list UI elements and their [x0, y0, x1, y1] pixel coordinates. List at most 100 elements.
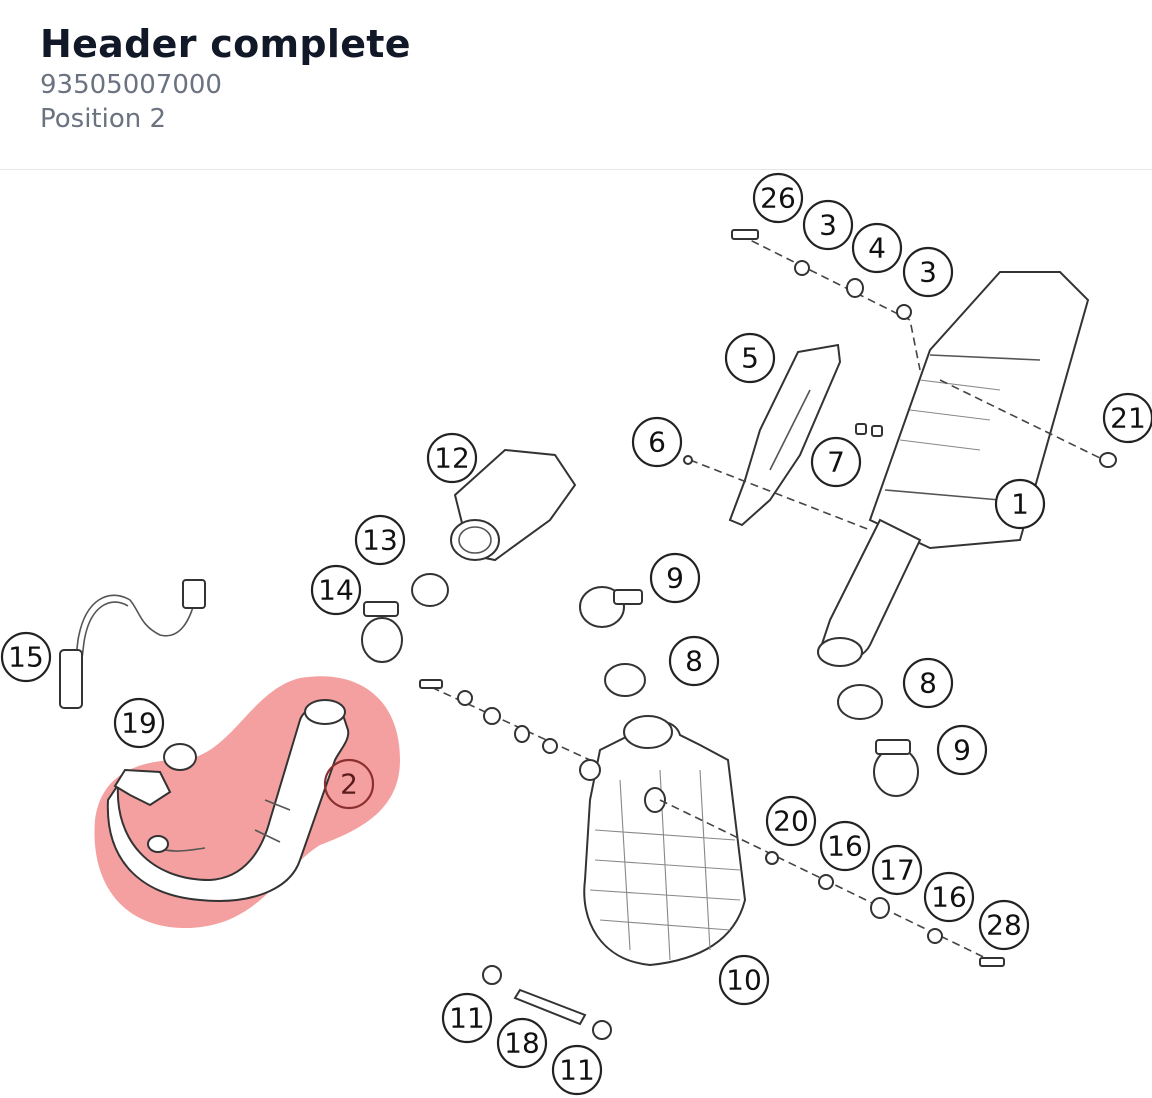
callout-label: 12	[434, 442, 470, 475]
callout-circle	[310, 564, 362, 616]
callout-c28[interactable]: 28	[978, 899, 1030, 951]
callout-circle	[923, 871, 975, 923]
callout-label: 26	[760, 182, 796, 215]
manifold-part-10[interactable]	[579, 715, 747, 967]
callout-circle	[551, 1044, 603, 1096]
bushing-11a-part[interactable]	[482, 965, 502, 985]
callout-c13[interactable]: 13	[354, 514, 406, 566]
callout-label: 18	[504, 1027, 540, 1060]
callout-label: 3	[819, 209, 837, 242]
callout-c8b[interactable]: 8	[902, 657, 954, 709]
callout-label: 21	[1110, 402, 1146, 435]
callout-label: 28	[986, 909, 1022, 942]
clamp-9b-part[interactable]	[873, 739, 919, 797]
callout-circle	[810, 436, 862, 488]
callout-c12[interactable]: 12	[426, 432, 478, 484]
callout-c17[interactable]: 17	[871, 844, 923, 896]
header-pipe-part[interactable]	[106, 699, 350, 902]
callout-c15[interactable]: 15	[0, 631, 52, 683]
nut-21-part[interactable]	[1099, 452, 1117, 468]
callout-label: 9	[953, 734, 971, 767]
callout-label: 3	[919, 256, 937, 289]
callout-c21[interactable]: 21	[1102, 392, 1152, 444]
callout-circle	[354, 514, 406, 566]
part-position: Position 2	[40, 104, 167, 134]
catalytic-part-12[interactable]	[450, 448, 577, 562]
callout-label: 2	[340, 768, 358, 801]
nuts-7-part[interactable]	[855, 423, 883, 437]
callout-circle	[113, 697, 165, 749]
callout-label: 13	[362, 524, 398, 557]
callout-circle	[323, 758, 375, 810]
callout-circle	[902, 246, 954, 298]
gasket-19-part[interactable]	[163, 743, 197, 771]
heat-shield-5-part[interactable]	[728, 343, 842, 527]
callout-label: 16	[931, 881, 967, 914]
callout-label: 8	[685, 645, 703, 678]
callout-c6[interactable]: 6	[631, 416, 683, 468]
gasket-8a-part[interactable]	[604, 663, 646, 697]
silencer-part-1[interactable]	[817, 271, 1090, 667]
callout-circle	[718, 954, 770, 1006]
callout-c9a[interactable]: 9	[649, 552, 701, 604]
gasket-8b-part[interactable]	[837, 684, 883, 720]
callout-c10[interactable]: 10	[718, 954, 770, 1006]
bushing-11b-part[interactable]	[592, 1020, 612, 1040]
callout-label: 6	[648, 426, 666, 459]
callout-c8a[interactable]: 8	[668, 635, 720, 687]
callout-c7[interactable]: 7	[810, 436, 862, 488]
axis-line-shield	[689, 459, 871, 531]
callout-label: 1	[1011, 488, 1029, 521]
callout-c3b[interactable]: 3	[902, 246, 954, 298]
callout-circle	[802, 199, 854, 251]
callout-label: 5	[741, 342, 759, 375]
bolt-line-right[interactable]	[659, 799, 1005, 967]
callout-c11a[interactable]: 11	[441, 992, 493, 1044]
callout-label: 20	[773, 805, 809, 838]
callout-c19[interactable]: 19	[113, 697, 165, 749]
callout-label: 7	[827, 446, 845, 479]
callout-circle	[994, 478, 1046, 530]
lambda-sensor-part[interactable]	[59, 579, 206, 709]
callout-c16b[interactable]: 16	[923, 871, 975, 923]
callout-label: 15	[8, 641, 44, 674]
callout-c4[interactable]: 4	[851, 222, 903, 274]
callout-label: 4	[868, 232, 886, 265]
callout-circle	[426, 432, 478, 484]
callout-c16a[interactable]: 16	[819, 820, 871, 872]
callout-circle	[724, 332, 776, 384]
callout-circle	[441, 992, 493, 1044]
callout-circle	[978, 899, 1030, 951]
callout-c1[interactable]: 1	[994, 478, 1046, 530]
callout-label: 11	[449, 1002, 485, 1035]
callout-label: 11	[559, 1054, 595, 1087]
callout-circle	[1102, 392, 1152, 444]
callout-circle	[649, 552, 701, 604]
callout-circle	[668, 635, 720, 687]
callout-c5[interactable]: 5	[724, 332, 776, 384]
mounting-hardware-top[interactable]	[731, 229, 921, 371]
clamp-14-part[interactable]	[361, 601, 403, 663]
callout-c20[interactable]: 20	[765, 795, 817, 847]
callout-c11b[interactable]: 11	[551, 1044, 603, 1096]
bolt-line-left[interactable]	[419, 679, 591, 761]
callout-circle	[765, 795, 817, 847]
callout-label: 19	[121, 707, 157, 740]
callout-circle	[631, 416, 683, 468]
clamp-9a-part[interactable]	[579, 586, 643, 628]
callout-circle	[851, 222, 903, 274]
screw-6-part[interactable]	[683, 455, 693, 465]
callout-c2[interactable]: 2	[323, 758, 375, 810]
part-title: Header complete	[40, 22, 411, 66]
callout-c26[interactable]: 26	[752, 172, 804, 224]
callout-circle	[902, 657, 954, 709]
callout-label: 8	[919, 667, 937, 700]
callout-circle	[752, 172, 804, 224]
callout-c18[interactable]: 18	[496, 1017, 548, 1069]
callout-c14[interactable]: 14	[310, 564, 362, 616]
callout-c3a[interactable]: 3	[802, 199, 854, 251]
callout-c9b[interactable]: 9	[936, 724, 988, 776]
gasket-13-part[interactable]	[411, 573, 449, 607]
sleeve-18-part[interactable]	[513, 988, 587, 1026]
